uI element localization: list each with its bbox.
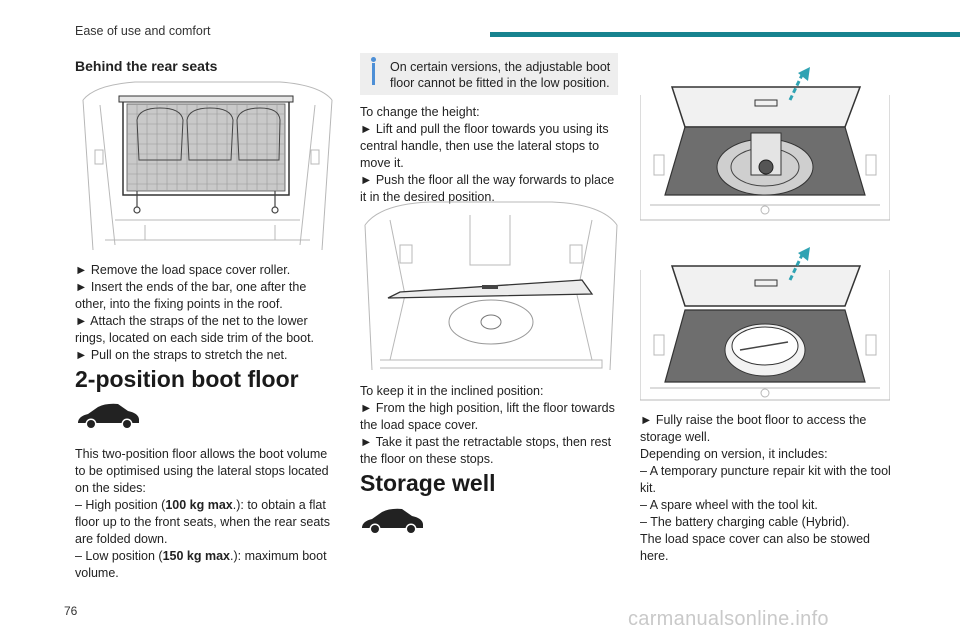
section-header-title: Ease of use and comfort <box>75 24 211 38</box>
page-number: 76 <box>64 604 78 618</box>
includes-item: – A spare wheel with the tool kit. <box>640 498 818 512</box>
step-item: ► Attach the straps of the net to the lo… <box>75 314 315 345</box>
low-position-item: – Low position (150 kg max.): maximum bo… <box>75 549 327 580</box>
step-item: ► Take it past the retractable stops, th… <box>360 435 612 466</box>
includes-intro: Depending on version, it includes: <box>640 447 828 461</box>
step-item: ► Insert the ends of the bar, one after … <box>75 280 307 311</box>
step-item: ► Fully raise the boot floor to access t… <box>640 413 867 444</box>
info-icon <box>371 57 376 62</box>
step-item: ► Lift and pull the floor towards you us… <box>360 122 609 170</box>
illustration-inclined-floor <box>364 201 618 371</box>
info-note-text: On certain versions, the adjustable boot… <box>390 60 611 90</box>
heading-storage-well: Storage well <box>360 470 496 496</box>
includes-item: – The battery charging cable (Hybrid). <box>640 515 850 529</box>
includes-item: – A temporary puncture repair kit with t… <box>640 464 891 495</box>
heading-behind-rear-seats: Behind the rear seats <box>75 58 218 74</box>
header-accent-bar <box>490 32 960 37</box>
step-item: ► Remove the load space cover roller. <box>75 263 291 277</box>
illustration-well-spare-wheel <box>640 247 890 401</box>
info-note-box: On certain versions, the adjustable boot… <box>360 53 618 95</box>
car-silhouette-icon <box>362 508 423 535</box>
watermark: carmanualsonline.info <box>628 608 829 630</box>
high-position-item: – High position (100 kg max.): to obtain… <box>75 498 331 546</box>
car-silhouette-icon <box>78 403 139 430</box>
illustration-cargo-net <box>82 81 333 251</box>
step-item: ► Pull on the straps to stretch the net. <box>75 348 288 362</box>
closing-text: The load space cover can also be stowed … <box>640 532 870 563</box>
step-item: ► Push the floor all the way forwards to… <box>360 173 615 204</box>
step-item: ► From the high position, lift the floor… <box>360 401 615 432</box>
inclined-intro: To keep it in the inclined position: <box>360 384 544 398</box>
heading-boot-floor: 2-position boot floor <box>75 366 299 392</box>
boot-floor-intro: This two-position floor allows the boot … <box>75 447 329 495</box>
change-height-intro: To change the height: <box>360 105 480 119</box>
illustration-well-repair-kit <box>640 67 890 221</box>
